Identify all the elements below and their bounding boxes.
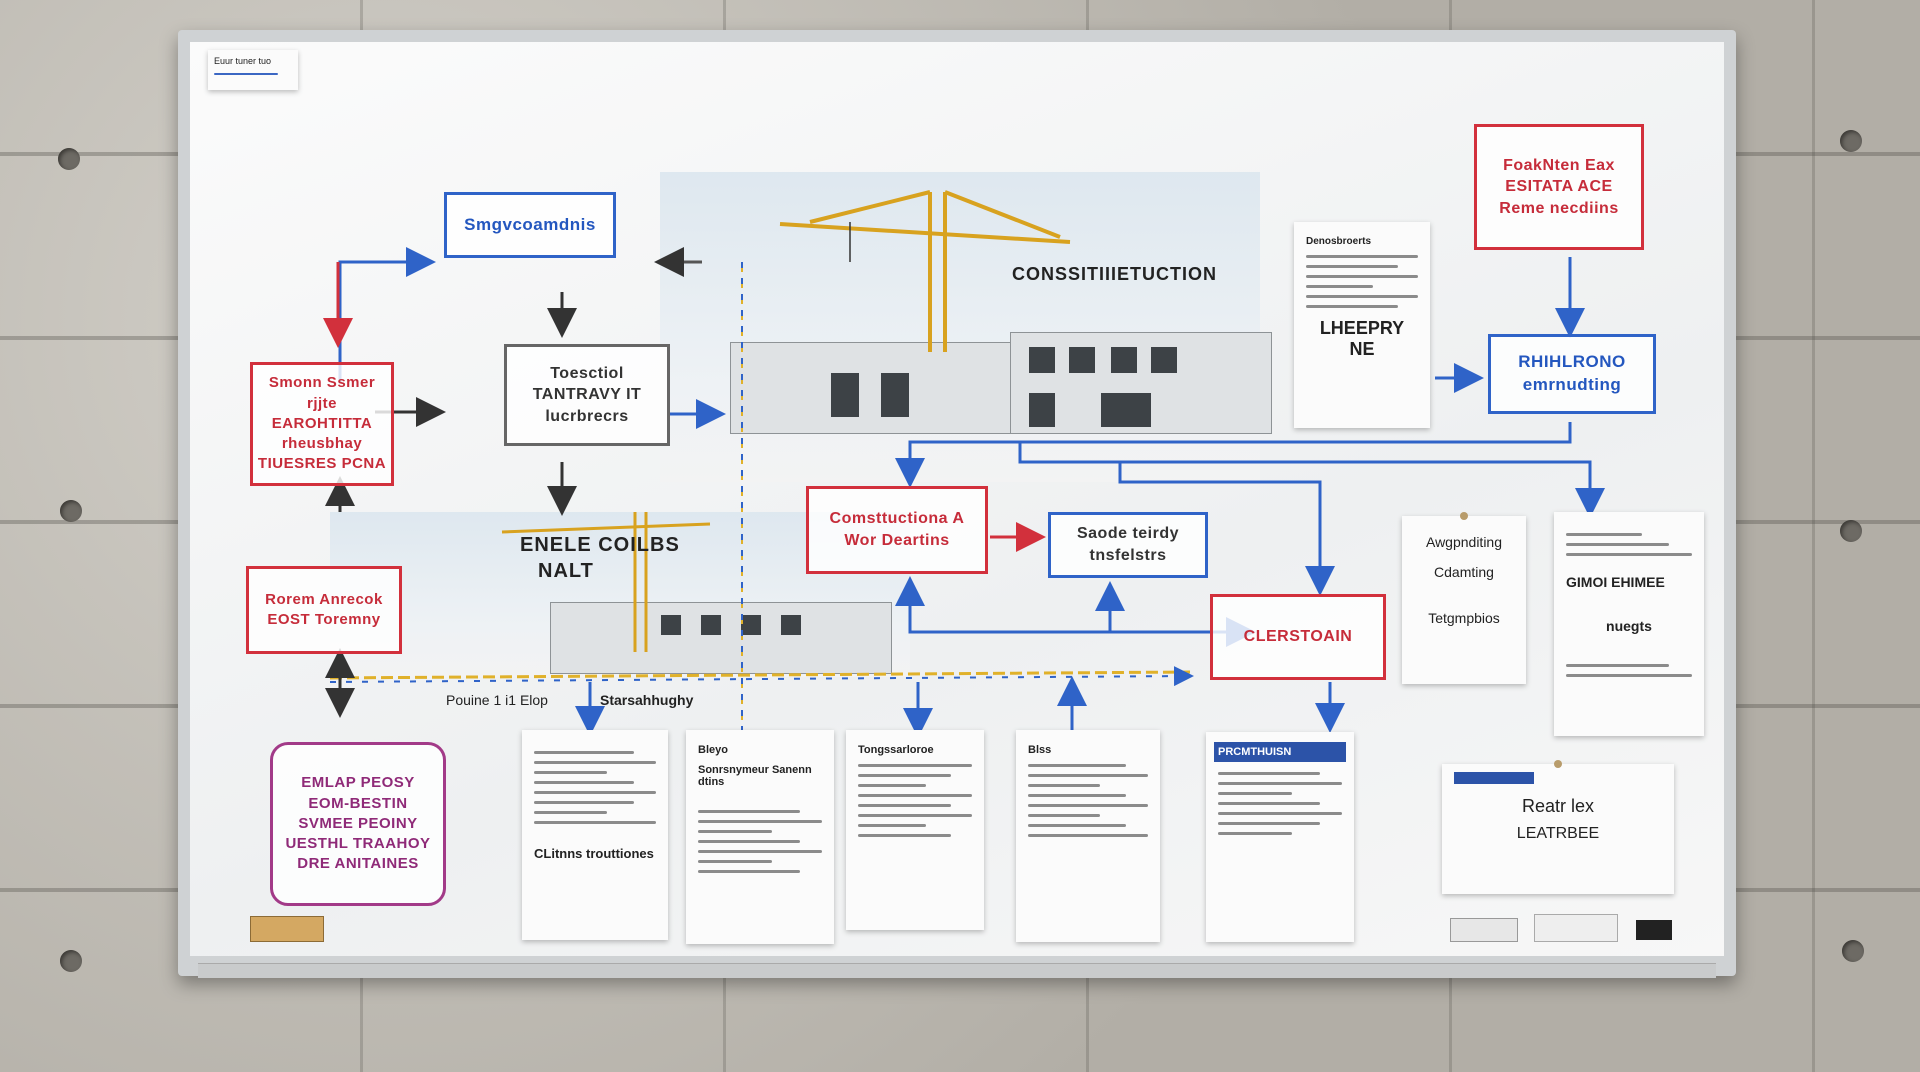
paper-line: Awgpnditing <box>1425 534 1503 550</box>
wall-hole <box>58 148 80 170</box>
paper-line: GIMOI EHIMEE <box>1566 574 1665 590</box>
building <box>730 342 1022 434</box>
box-text: Rorem Anrecok <box>265 590 383 608</box>
eraser-white[interactable] <box>1534 914 1618 942</box>
paper-bottom-1: CLitnns trouttiones <box>522 730 668 940</box>
box-text: Smonn Ssmer rjjte <box>268 374 376 412</box>
building-small <box>550 602 892 674</box>
box-gray-center: Toesctiol TANTRAVY IT lucrbrecrs <box>504 344 670 446</box>
wall-hole <box>1840 520 1862 542</box>
warehouse <box>1010 332 1272 434</box>
box-text: Comsttuctiona A <box>829 510 965 528</box>
box-text: EOM-BESTIN <box>308 794 408 812</box>
box-text: EMLAP PEOSY <box>301 774 415 792</box>
box-red-left-low: Rorem Anrecok EOST Toremny <box>246 566 402 654</box>
box-text: TANTRAVY IT <box>532 386 642 404</box>
whiteboard-surface: Euur tuner tuo <box>190 42 1724 956</box>
whiteboard: Euur tuner tuo <box>178 30 1736 978</box>
nalt-label: NALT <box>538 560 594 582</box>
box-text: TIUESRES PCNA <box>257 455 387 473</box>
paper-title: Bleyo <box>698 744 728 756</box>
box-text: DRE ANITAINES <box>297 855 419 873</box>
paper-line: Sonrsnymeur Sanenn dtins <box>698 764 812 788</box>
box-text: FoakNten Eax <box>1503 156 1615 174</box>
paper-line: Tetgmpbios <box>1428 610 1500 626</box>
box-text: Smgvcoamdnis <box>464 214 596 234</box>
paper-line: LEATRBEE <box>1516 825 1600 842</box>
box-text: RHIHLRONO <box>1518 352 1626 372</box>
switch-icon[interactable] <box>1636 920 1672 940</box>
paper-right-b: GIMOI EHIMEE nuegts <box>1554 512 1704 736</box>
box-text: EOST Toremny <box>267 611 381 628</box>
box-text: rheusbhay <box>281 435 363 453</box>
paper-line: nuegts <box>1606 618 1652 634</box>
box-purple: EMLAP PEOSY EOM-BESTIN SVMEE PEOINY UEST… <box>270 742 446 906</box>
marker-tray <box>198 963 1716 978</box>
paper-bottom-2: Bleyo Sonrsnymeur Sanenn dtins <box>686 730 834 944</box>
box-safety: Saode teirdy tnsfelstrs <box>1048 512 1208 578</box>
enele-label: ENELE COILBS <box>520 534 680 556</box>
paper-line: Reatr lex <box>1521 796 1595 816</box>
construction-label: CONSSITIIIETUCTION <box>1012 264 1218 284</box>
dashed-left-label: Pouine 1 i1 Elop <box>446 692 548 708</box>
paper-title: Denosbroerts <box>1306 236 1372 247</box>
box-text: ESITATA ACE <box>1505 178 1613 196</box>
box-text: CLERSTOAIN <box>1243 628 1353 646</box>
paper-bottom-3: Tongssarloroe <box>846 730 984 930</box>
wall-hole <box>60 950 82 972</box>
box-text: Toesctiol <box>550 364 624 382</box>
box-text: tnsfelstrs <box>1089 547 1167 564</box>
box-text: EAROHTITTA <box>271 414 373 432</box>
paper-top-right: Denosbroerts LHEEPRY NE <box>1294 222 1430 428</box>
box-text: lucrbrecrs <box>545 407 629 425</box>
paper-right-a: Awgpnditing Cdamting Tetgmpbios <box>1402 512 1526 684</box>
marker-box[interactable] <box>1450 918 1518 942</box>
box-red-top-right: FoakNten Eax ESITATA ACE Reme necdiins <box>1474 124 1644 250</box>
dashed-right-label: Starsahhughy <box>600 692 694 708</box>
box-red-left: Smonn Ssmer rjjte EAROHTITTA rheusbhay T… <box>250 362 394 486</box>
box-text: SVMEE PEOINY <box>298 814 418 832</box>
box-red-center: CLERSTOAIN <box>1210 594 1386 680</box>
box-text: Saode teirdy <box>1076 525 1180 543</box>
paper-title: Tongssarloroe <box>858 744 934 756</box>
wall-hole <box>1842 940 1864 962</box>
paper-title: Blss <box>1028 744 1052 756</box>
wall-hole <box>1840 130 1862 152</box>
paper-line: CLitnns trouttiones <box>534 846 654 861</box>
wall-hole <box>60 500 82 522</box>
box-blue-right: RHIHLRONO emrnudting <box>1488 334 1656 414</box>
paper-bottom-5: PRCMTHUISN <box>1206 732 1354 942</box>
box-text: emrnudting <box>1522 375 1622 394</box>
diagram-connectors <box>323 190 1605 738</box>
eraser[interactable] <box>250 916 324 942</box>
sticky-note: Euur tuner tuo <box>208 50 298 90</box>
paper-big-text: LHEEPRY NE <box>1319 318 1405 359</box>
sticky-note-text: Euur tuner tuo <box>214 56 272 66</box>
box-top-blue: Smgvcoamdnis <box>444 192 616 258</box>
box-text: Reme necdiins <box>1499 199 1619 217</box>
box-text: UESTHL TRAAHOY <box>285 835 431 853</box>
crane-icon <box>779 190 1071 352</box>
paper-bottom-6: Reatr lex LEATRBEE <box>1442 760 1674 894</box>
crane-icon <box>501 512 711 652</box>
paper-title: PRCMTHUISN <box>1214 742 1346 762</box>
paper-bottom-4: Blss <box>1016 730 1160 942</box>
paper-line: Cdamting <box>1434 564 1494 580</box>
box-construction: Comsttuctiona A Wor Deartins <box>806 486 988 574</box>
box-text: Wor Deartins <box>844 532 950 549</box>
